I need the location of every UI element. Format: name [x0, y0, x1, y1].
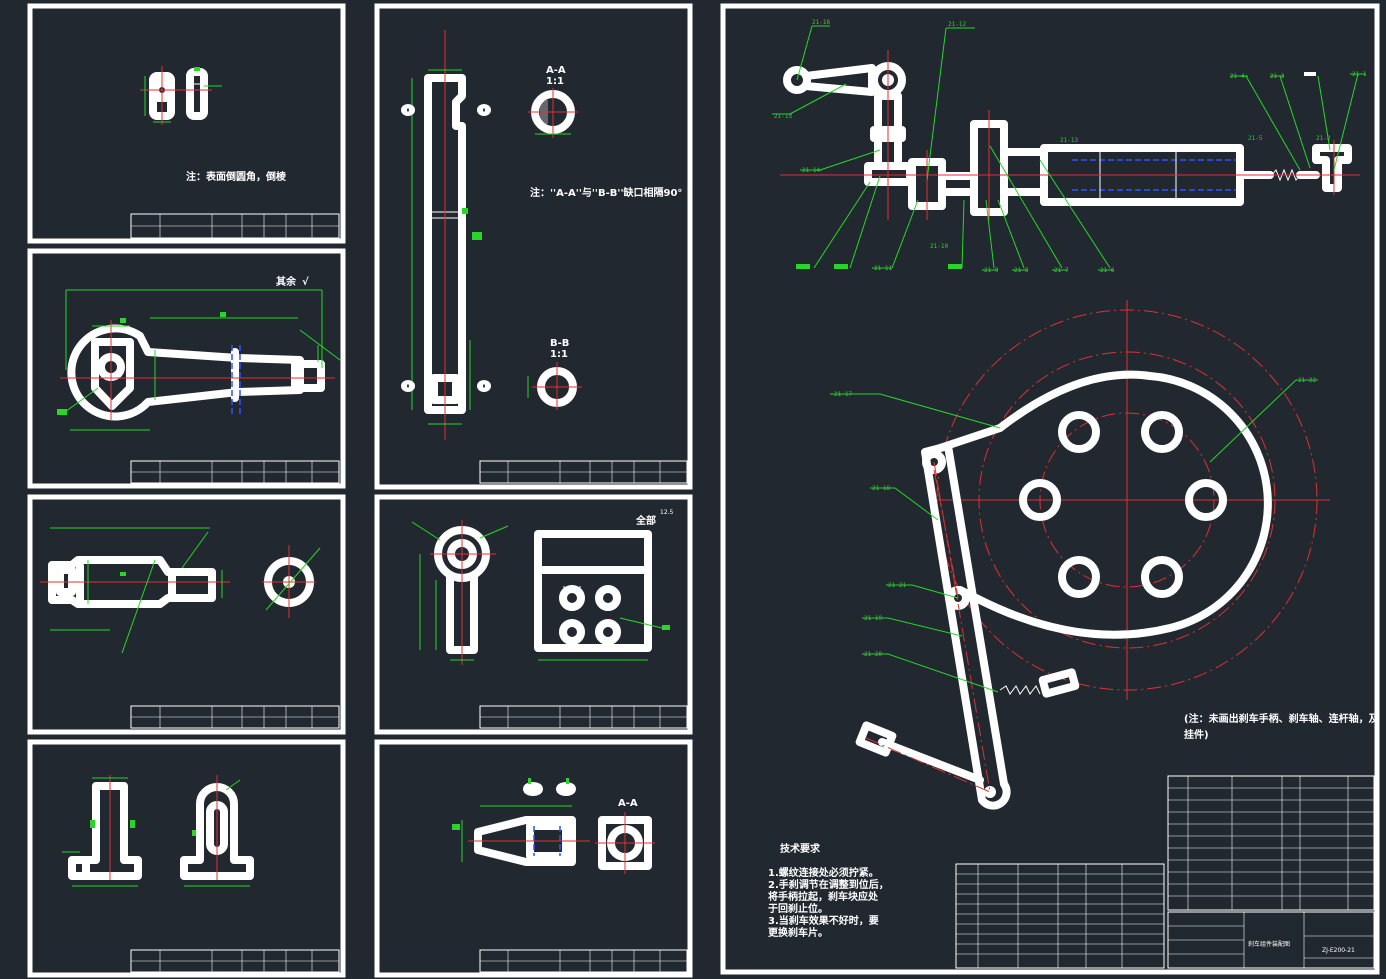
- tech-item-6: 更换刹车片。: [768, 926, 828, 939]
- brake-drum-assembly: [855, 300, 1330, 810]
- tech-item-2: 2.手刹调节在调整到位后，: [768, 878, 889, 891]
- callout-21-4: 21-4: [1230, 73, 1245, 80]
- main-note-line2: 挂件): [1184, 728, 1209, 741]
- callout-21-19: 21-19: [864, 615, 882, 622]
- title-block-code: ZJ-E200-21: [1322, 947, 1355, 954]
- parts-list-right: [1167, 775, 1375, 911]
- tech-item-1: 1.螺纹连接处必须拧紧。: [768, 866, 879, 879]
- callout-21-20: 21-20: [864, 651, 882, 658]
- sheet-7-section: A-A: [618, 798, 638, 809]
- sheet-5-note: 注：''A-A''与''B-B''缺口相隔90°: [530, 186, 682, 199]
- main-assembly-sheet: (注：未画出刹车手柄、刹车轴、连杆轴，及 挂件) 技术要求 1.螺纹连接处必须拧…: [720, 3, 1380, 975]
- sheet-4: [27, 739, 346, 978]
- tech-item-5: 3.当刹车效果不好时，要: [768, 914, 879, 927]
- tech-title: 技术要求: [780, 842, 821, 855]
- callout-21-6: 21-6: [1100, 267, 1115, 274]
- callout-21-7: 21-7: [1054, 267, 1069, 274]
- sheet-2-roughness: √: [302, 276, 309, 288]
- parts-list-left: [955, 863, 1165, 969]
- sheet-1: 注：表面倒圆角，倒棱: [27, 3, 346, 244]
- callout-21-21: 21-21: [888, 582, 906, 589]
- callout-21-12: 21-12: [948, 21, 966, 28]
- callout-21-9: 21-9: [984, 267, 999, 274]
- callout-21-17: 21-17: [834, 391, 852, 398]
- technical-requirements: 技术要求 1.螺纹连接处必须拧紧。 2.手刹调节在调整到位后， 将手柄拉起，刹车…: [768, 842, 889, 939]
- section-a-label: A-A: [546, 65, 566, 76]
- callout-21-11: 21-11: [874, 265, 892, 272]
- section-b-label: B-B: [550, 338, 569, 349]
- callout-21-8: 21-8: [1014, 267, 1029, 274]
- callout-21-15: 21-15: [774, 113, 792, 120]
- callout-21-14: 21-14: [802, 167, 820, 174]
- bottom-callouts: [830, 379, 1318, 693]
- top-callouts: [772, 25, 1366, 271]
- callout-21-1: 21-1: [1352, 71, 1367, 78]
- title-block: 刹车组件装配图 ZJ-E200-21: [1167, 911, 1375, 969]
- sheet-3: [27, 494, 346, 735]
- section-a-scale: 1:1: [546, 76, 564, 87]
- linkage-mechanism: [780, 50, 1360, 220]
- callout-21-22: 21-22: [1298, 377, 1316, 384]
- section-b-scale: 1:1: [550, 349, 568, 360]
- tech-item-4: 于回刹止位。: [768, 902, 828, 915]
- sheet-1-note: 注：表面倒圆角，倒棱: [186, 170, 287, 183]
- callout-21-18: 21-18: [872, 485, 890, 492]
- callout-21-16: 21-16: [812, 19, 830, 26]
- sheet-2-note: 其余: [276, 275, 297, 288]
- title-block-name: 刹车组件装配图: [1248, 940, 1290, 948]
- tech-item-3: 将手柄拉起，刹车块应处: [768, 890, 879, 903]
- sheet-6: 全部 12.5: [374, 494, 693, 735]
- sheet-6-roughness: 12.5: [660, 509, 674, 516]
- callout-21-3: 21-3: [1270, 73, 1285, 80]
- sheet-2: 其余 √: [27, 248, 346, 489]
- sheet-6-note: 全部: [635, 514, 656, 527]
- main-note-line1: (注：未画出刹车手柄、刹车轴、连杆轴，及: [1184, 712, 1380, 725]
- sheet-5: A-A 1:1 B-B 1:1 注：''A-A''与''B-B''缺口相隔90°: [374, 3, 693, 490]
- sheet-7: A-A: [374, 739, 693, 978]
